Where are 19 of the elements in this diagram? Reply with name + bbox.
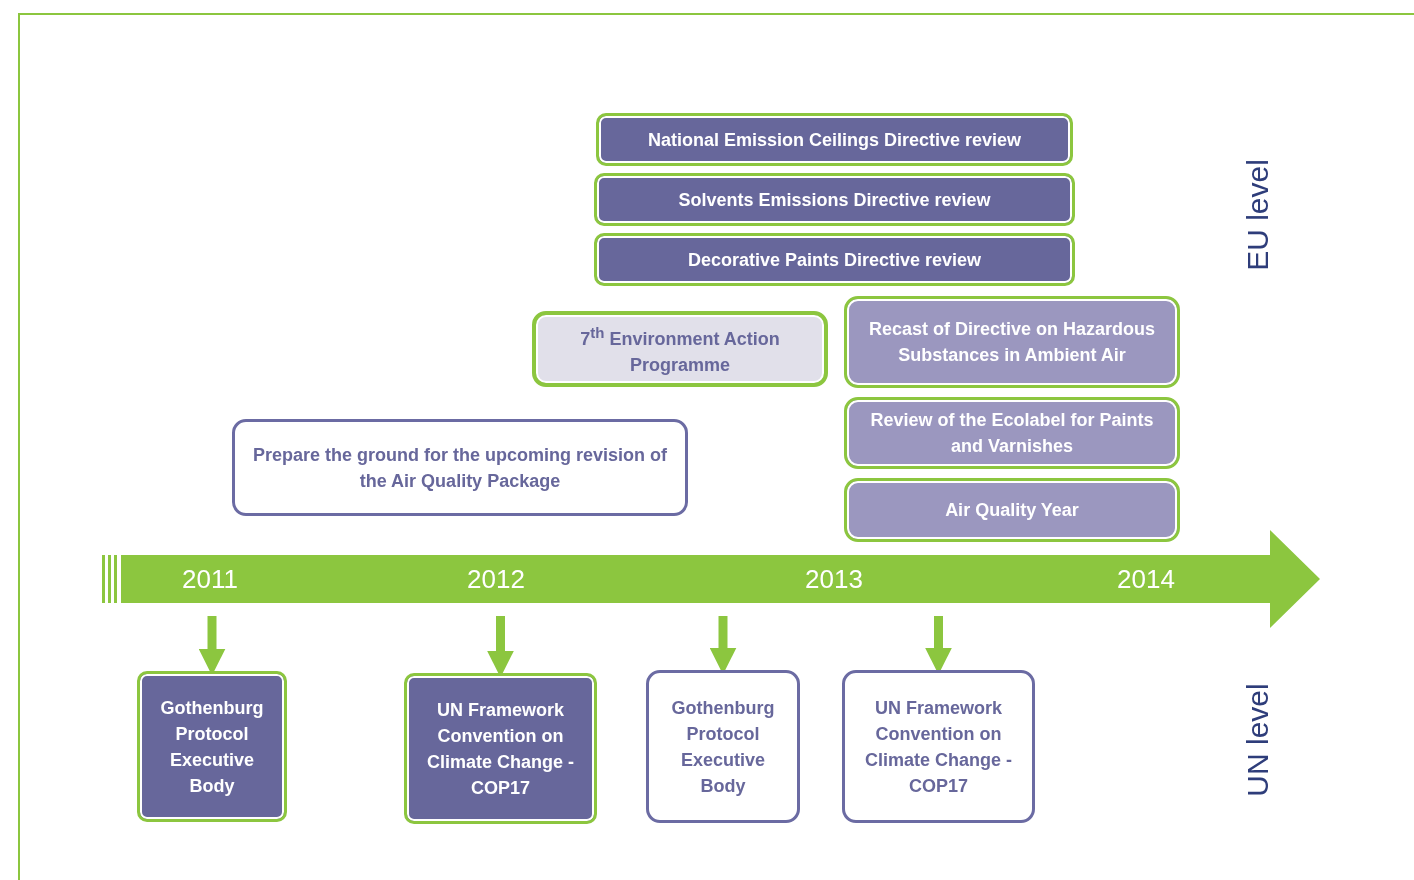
- meeting-box: UN Framework Convention on Climate Change - COP17: [404, 673, 597, 824]
- year-label: 2013: [804, 564, 864, 594]
- year-label: 2014: [1116, 564, 1176, 594]
- task-box: Prepare the ground for the upcoming revision of the Air Quality Package: [232, 419, 688, 516]
- year-label: 2011: [181, 564, 239, 594]
- review-box: Solvents Emissions Directive review: [594, 173, 1075, 226]
- review-box: National Emission Ceilings Directive review: [596, 113, 1073, 166]
- review-box: Decorative Paints Directive review: [594, 233, 1075, 286]
- meeting-box: Gothenburg Protocol Executive Body: [646, 670, 800, 823]
- level-label: UN level: [1240, 682, 1275, 799]
- programme-box: 7$^{th}$ Environment Action Programme: [532, 311, 828, 387]
- review-box: Review of the Ecolabel for Paints and Varnishes: [844, 397, 1180, 469]
- meeting-box: Gothenburg Protocol Executive Body: [137, 671, 287, 822]
- level-label: EU level: [1240, 158, 1275, 273]
- directive-box: Recast of Directive on Hazardous Substances in Ambient Air: [844, 296, 1180, 388]
- year-label: 2012: [466, 564, 526, 594]
- event-box: Air Quality Year: [844, 478, 1180, 542]
- meeting-box: UN Framework Convention on Climate Change - COP17: [842, 670, 1035, 823]
- timeline-arrow: [102, 530, 1320, 628]
